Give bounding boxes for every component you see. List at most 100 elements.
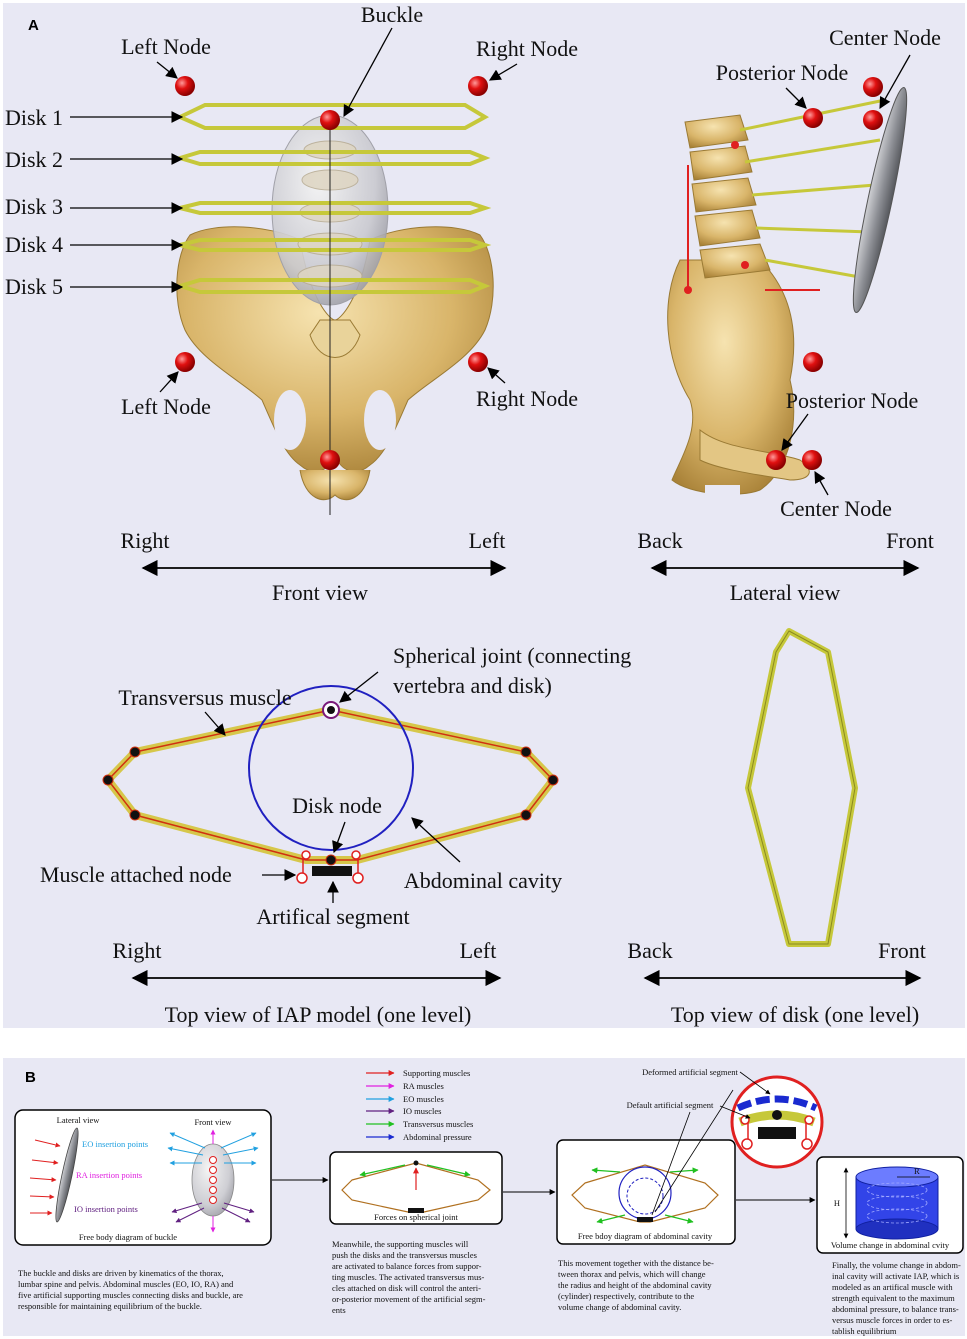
label-left-node-top: Left Node (121, 34, 211, 59)
pointer-default-segment (651, 1111, 691, 1216)
box1-text-line-3: five artificial supporting muscles conne… (18, 1290, 243, 1300)
caption-lateral-view: Lateral view (730, 580, 841, 605)
buckle-node (320, 110, 340, 130)
axis-back-lateral: Back (637, 528, 682, 553)
box3-cavity-inner (626, 1177, 664, 1215)
label-artificial-segment: Artifical segment (256, 904, 409, 929)
right-node-bottom (468, 352, 488, 372)
center-node-lateral-bottom (802, 450, 822, 470)
caption-front-view: Front view (272, 580, 368, 605)
box1-io-label: IO insertion points (74, 1204, 138, 1214)
box4-text-line-1: Finally, the volume change in abdom- (832, 1260, 961, 1270)
box1-lateral-label: Lateral view (57, 1115, 101, 1125)
zoom-artificial-segment (758, 1127, 796, 1139)
legend-eo: EO muscles (403, 1094, 444, 1104)
artificial-segment (296, 850, 364, 884)
posterior-node-lateral-top (803, 108, 823, 128)
disk-top-shape (745, 628, 858, 947)
box1-eo-label: EO insertion points (82, 1139, 148, 1149)
spine-pelvis-lateral-illustration (667, 114, 820, 505)
label-default-segment: Default artificial segment (627, 1100, 714, 1110)
box2-text-line-3: are activated to balance forces from sup… (332, 1261, 482, 1271)
box2-text-line-5: cles attached on disk will control the a… (332, 1283, 481, 1293)
label-disk-2: Disk 2 (5, 147, 63, 172)
label-transversus: Transversus muscle (118, 685, 291, 710)
box1-caption: Free body diagram of buckle (79, 1232, 177, 1242)
box3-text-line-3: the radius and height of the abdominal c… (558, 1280, 712, 1290)
iap-nodes (102, 746, 559, 866)
box2-octagon (341, 1162, 491, 1213)
box4-text-line-7: tablish equilibrium (832, 1326, 897, 1336)
label-spherical-joint-1: Spherical joint (connecting (393, 643, 631, 668)
box3-description: This movement together with the distance… (558, 1258, 714, 1312)
box2-caption: Forces on spherical joint (374, 1212, 458, 1222)
box2-text-line-2: push the disks and the transversus muscl… (332, 1250, 477, 1260)
axis-front-lateral: Front (886, 528, 934, 553)
panel-a (3, 3, 965, 1028)
box1-lateral-plate (55, 1127, 79, 1223)
legend-abdominal: Abdominal pressure (403, 1132, 472, 1142)
label-buckle: Buckle (361, 2, 423, 27)
box1-front-label: Front view (194, 1117, 232, 1127)
legend-transversus: Transversus muscles (403, 1119, 473, 1129)
forces-legend: Supporting muscles RA muscles EO muscles… (366, 1068, 473, 1142)
label-abdominal-cavity: Abdominal cavity (404, 868, 562, 893)
caption-disk-top-view: Top view of disk (one level) (671, 1002, 919, 1027)
label-posterior-node-top: Posterior Node (716, 60, 849, 85)
label-spherical-joint-2: vertebra and disk) (393, 673, 552, 698)
box1-ra-markers (209, 1156, 217, 1204)
label-deformed-segment: Deformed artificial segment (642, 1067, 738, 1077)
panel-b-letter: B (25, 1069, 36, 1086)
label-center-node-bottom: Center Node (780, 496, 892, 521)
small-node-3 (741, 261, 749, 269)
caption-iap-top-view: Top view of IAP model (one level) (165, 1002, 472, 1027)
abdominal-cavity-circle (248, 685, 414, 851)
axis-right-front: Right (121, 528, 170, 553)
label-right-node-bottom: Right Node (476, 386, 578, 411)
box4-text-line-4: strength equivalent to the maximum (832, 1293, 955, 1303)
box1-text-line-4: responsible for maintaining equilibrium … (18, 1301, 202, 1311)
box3-octagon (571, 1164, 719, 1223)
box4-description: Finally, the volume change in abdom- ina… (832, 1260, 961, 1336)
box4-text-line-2: inal cavity will activate IAP, which is (832, 1271, 959, 1281)
right-node-top (468, 76, 488, 96)
box4-r-label: R (914, 1166, 920, 1176)
panel-a-letter: A (28, 17, 39, 34)
left-node-bottom (175, 352, 195, 372)
box2-text-line-1: Meanwhile, the supporting muscles will (332, 1239, 469, 1249)
label-left-node-bottom: Left Node (121, 394, 211, 419)
axis-left-iap: Left (460, 938, 497, 963)
box1-red-arrows (29, 1139, 61, 1216)
axis-right-iap: Right (113, 938, 162, 963)
box1-description: The buckle and disks are driven by kinem… (18, 1268, 243, 1311)
box2-description: Meanwhile, the supporting muscles will p… (332, 1239, 486, 1315)
label-disk-node: Disk node (292, 793, 382, 818)
iap-octagon (104, 706, 557, 864)
box4-text-line-5: abdominal pressure, to balance trans- (832, 1304, 959, 1314)
pelvis-front-illustration (176, 226, 494, 501)
box3-text-line-2: tween thorax and pelvis, which will chan… (558, 1269, 706, 1279)
box1-cyan-arrows (167, 1132, 259, 1166)
label-disk-1: Disk 1 (5, 105, 63, 130)
box2-text-line-6: or-posterior movement of the artificial … (332, 1294, 486, 1304)
legend-supporting: Supporting muscles (403, 1068, 470, 1078)
box4-cylinder (855, 1166, 939, 1240)
label-center-node-top: Center Node (829, 25, 941, 50)
box3-text-line-5: volume change of abdominal cavity. (558, 1302, 681, 1312)
axis-front-disk: Front (878, 938, 926, 963)
box2-text-line-4: ting muscles. The activated transversus … (332, 1272, 485, 1282)
legend-io: IO muscles (403, 1106, 441, 1116)
node-lateral-mid (803, 352, 823, 372)
label-muscle-attached: Muscle attached node (40, 862, 232, 887)
box1-purple-arrows (171, 1202, 255, 1223)
legend-ra: RA muscles (403, 1081, 444, 1091)
box1-text-line-1: The buckle and disks are driven by kinem… (18, 1268, 224, 1278)
box3-text-line-1: This movement together with the distance… (558, 1258, 714, 1268)
box4-caption: Volume change in abdominal cvity (831, 1240, 950, 1250)
box4-text-line-3: modeled as an artifical muscle with (832, 1282, 953, 1292)
disks-front (173, 103, 492, 294)
box4-h-label: H (834, 1198, 840, 1208)
label-disk-4: Disk 4 (5, 232, 63, 257)
box1-text-line-2: lumbar spine and pelvis. Abdominal muscl… (18, 1279, 234, 1289)
axis-left-front: Left (469, 528, 506, 553)
